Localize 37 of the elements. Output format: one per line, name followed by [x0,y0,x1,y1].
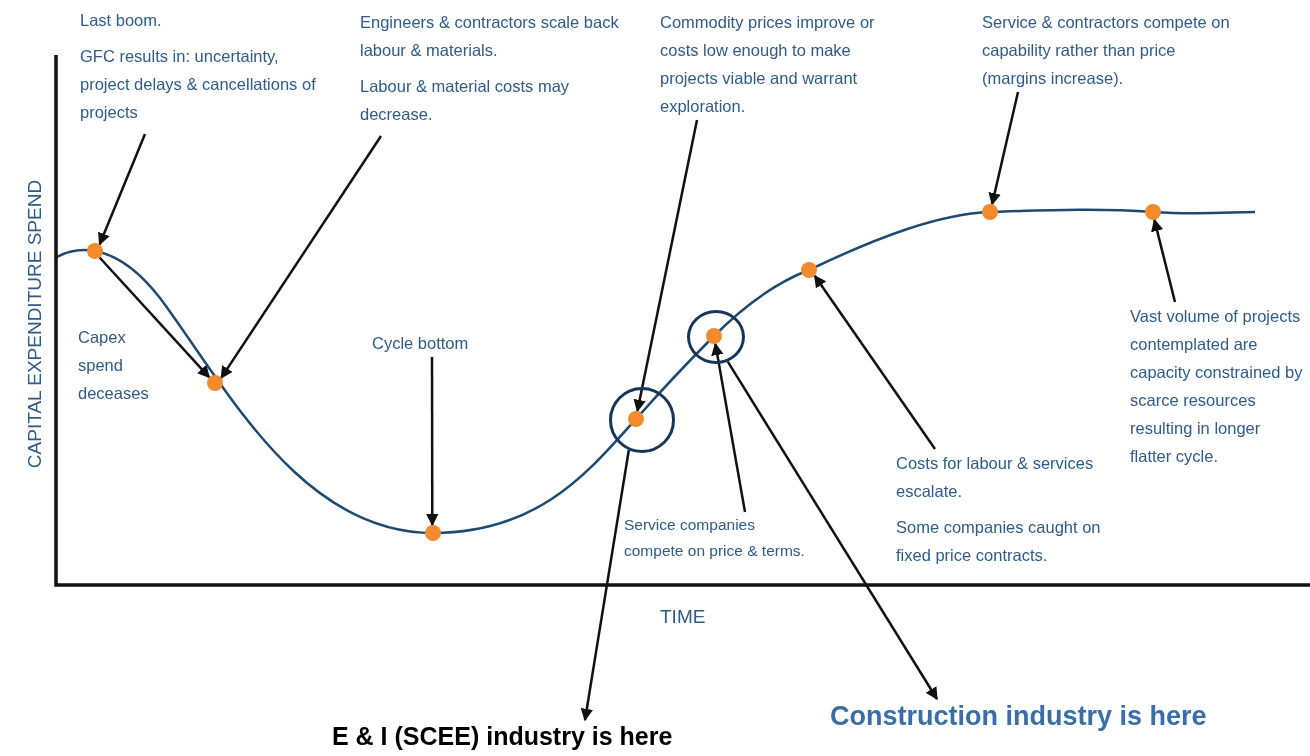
point-marker [706,328,722,344]
arrow [220,135,383,379]
annotation-text: Labour & material costs may decrease. [360,76,571,125]
annotation-text: Vast volume of projects contemplated are capacity constrained by scarce resources resulting in longer flatter cycle. [1130,302,1306,470]
callout-heading: Construction industry is here [830,699,1300,733]
point-marker [801,262,817,278]
point-marker [207,375,223,391]
annotation-text: Capex spend deceases [78,323,168,407]
annotation-text: Last boom. [80,10,163,31]
arrow [813,274,937,450]
arrow [98,133,147,246]
arrow [580,450,631,722]
highlight-ring [687,310,745,364]
annotation-text: Engineers & contractors scale back labour & materials. [360,12,620,61]
annotation-text: Service & contractors compete on capability rather than price (margins increase). [982,8,1244,92]
annotation-text: Some companies caught on fixed price contracts. [896,517,1102,566]
point-marker [628,411,644,427]
arrow [426,357,439,527]
point-marker [425,525,441,541]
axis-title: TIME [660,605,707,629]
point-marker [87,243,103,259]
callout-heading: Service companies compete on price & terms. [624,512,812,564]
arrow [988,91,1020,206]
axis-title: CAPITAL EXPENDITURE SPEND [23,179,46,469]
point-marker [982,204,998,220]
arrow [726,361,939,701]
point-marker [1145,204,1161,220]
arrow [98,256,211,379]
highlight-ring [609,387,675,453]
arrow [1151,218,1177,303]
annotation-text: Commodity prices improve or costs low enough to make projects viable and warrant exploration. [660,8,900,120]
callout-heading: E & I (SCEE) industry is here [332,720,772,752]
annotation-text: GFC results in: uncertainty, project delays & cancellations of projects [80,46,317,123]
annotation-text: Cycle bottom [372,329,502,357]
arrow [711,342,747,513]
annotation-text: Costs for labour & services escalate. [896,453,1095,502]
arrow [633,119,699,413]
